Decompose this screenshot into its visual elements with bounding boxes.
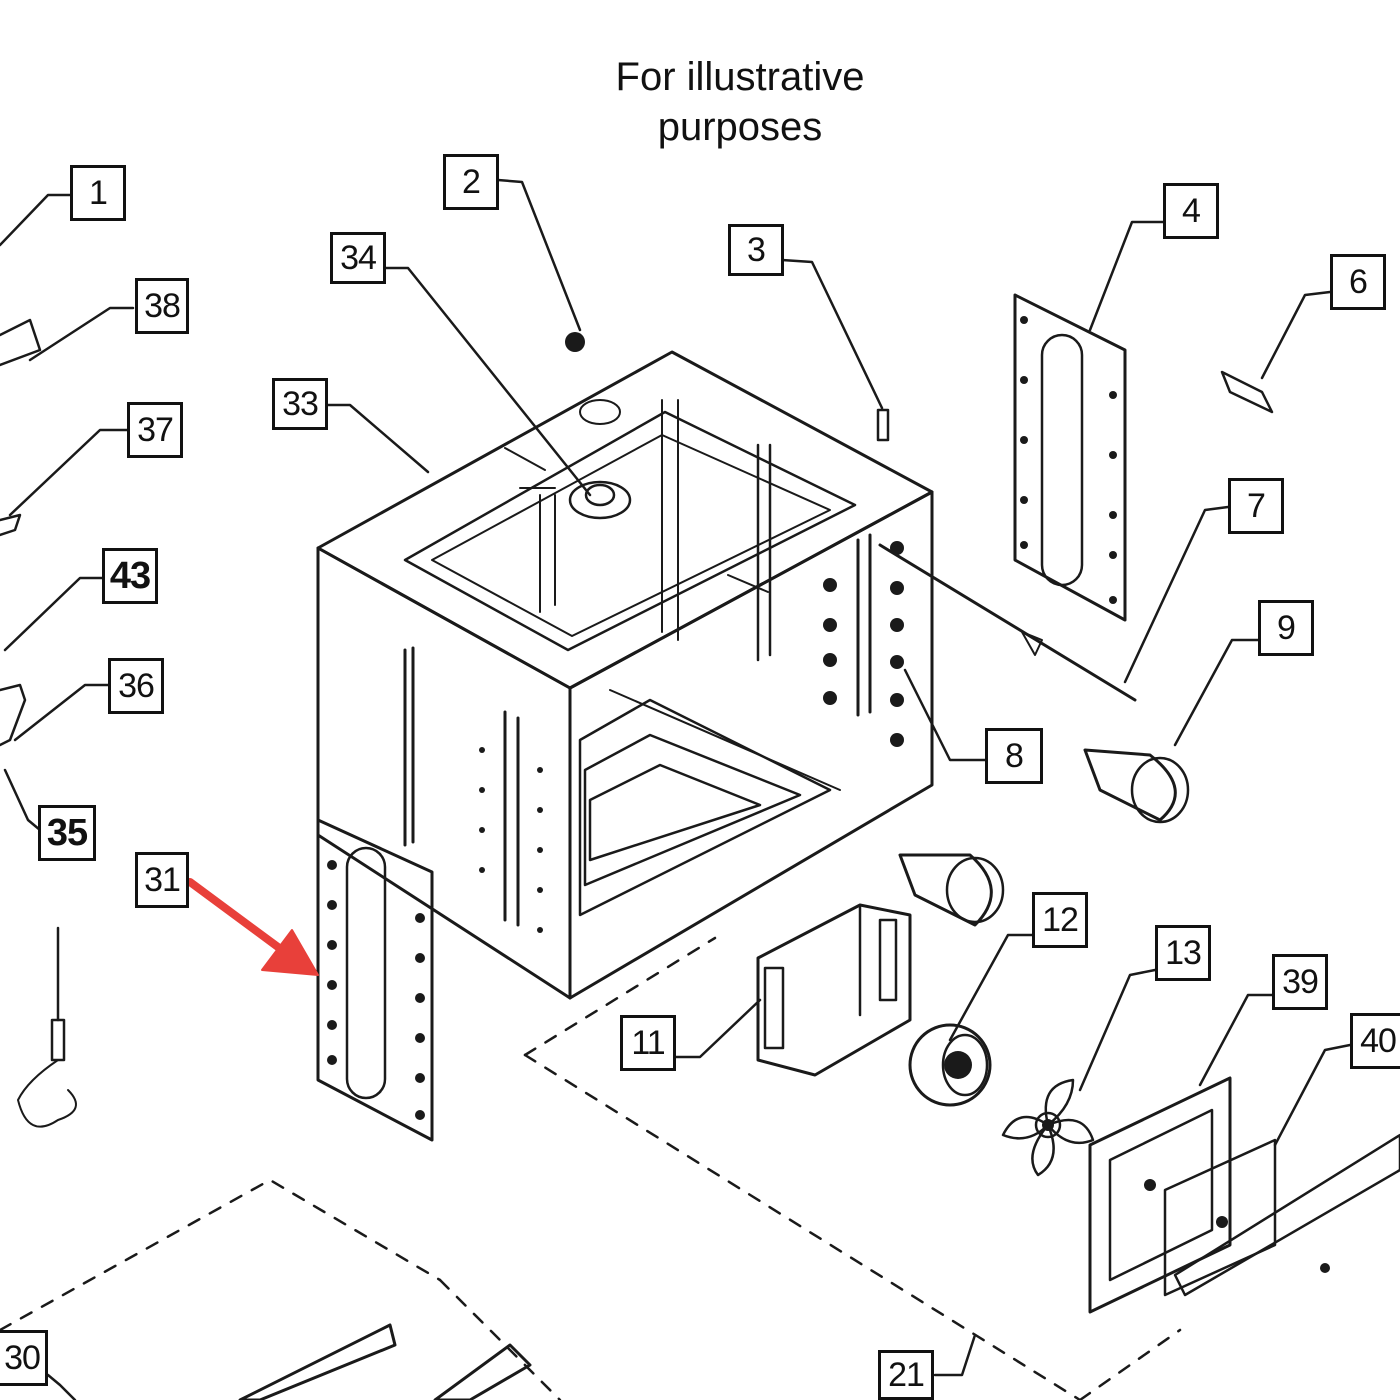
- dashed-base: [0, 936, 1182, 1400]
- left-edge-parts: [0, 318, 42, 747]
- oven-cavity: [316, 350, 934, 1000]
- caption-line-2: purposes: [657, 105, 823, 149]
- illustration-caption: For illustrative purposes: [540, 52, 940, 152]
- side-panel-31: [316, 818, 434, 1142]
- fitting-3: [876, 408, 890, 442]
- callout-3: 3: [728, 224, 784, 276]
- highlight-arrow: [186, 878, 319, 976]
- callout-30: 30: [0, 1330, 48, 1386]
- fan-guard-9: [1083, 748, 1190, 824]
- callout-40: 40: [1350, 1013, 1400, 1069]
- callout-36: 36: [108, 658, 164, 714]
- rod-7: [878, 543, 1137, 702]
- callout-35: 35: [38, 805, 96, 861]
- callout-1: 1: [70, 165, 126, 221]
- callout-39: 39: [1272, 954, 1328, 1010]
- door-glass-40: [1163, 1133, 1400, 1297]
- leader-lines: [0, 178, 1352, 1400]
- callout-7: 7: [1228, 478, 1284, 534]
- callout-43: 43: [102, 548, 158, 604]
- motor-12: [908, 1023, 992, 1107]
- callout-37: 37: [127, 402, 183, 458]
- sensor-left: [17, 926, 77, 1128]
- callout-21: 21: [878, 1350, 934, 1400]
- door-frame-39: [1088, 1076, 1232, 1314]
- callout-13: 13: [1155, 925, 1211, 981]
- part-6: [1220, 370, 1274, 414]
- motor-bracket-11: [756, 903, 912, 1077]
- bottom-rail-30: [238, 1323, 532, 1400]
- callout-2: 2: [443, 154, 499, 210]
- callout-38: 38: [135, 278, 189, 334]
- callout-31: 31: [135, 852, 189, 908]
- caption-line-1: For illustrative: [615, 55, 865, 99]
- perforations: [327, 316, 1330, 1273]
- callout-9: 9: [1258, 600, 1314, 656]
- callout-34: 34: [330, 232, 386, 284]
- callout-6: 6: [1330, 254, 1386, 310]
- callout-8: 8: [985, 728, 1043, 784]
- fan-blade-13: [1001, 1078, 1095, 1177]
- callout-12: 12: [1032, 892, 1088, 948]
- callout-33: 33: [272, 378, 328, 430]
- side-panel-4: [1013, 293, 1127, 622]
- callout-11: 11: [620, 1015, 676, 1071]
- fan-guard-lower: [898, 853, 1005, 927]
- callout-4: 4: [1163, 183, 1219, 239]
